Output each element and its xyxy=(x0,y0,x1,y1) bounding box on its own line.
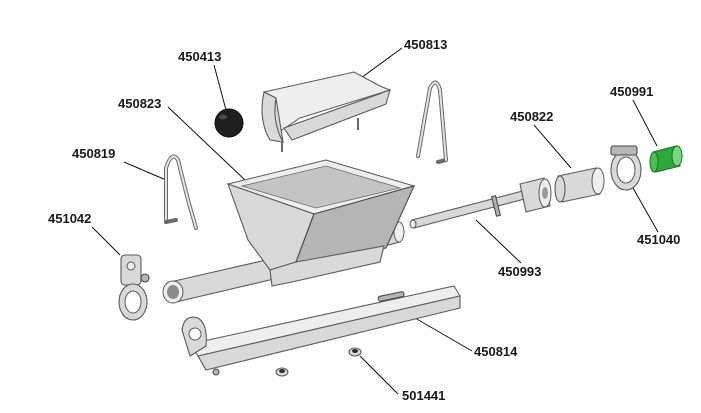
rail-part xyxy=(181,285,461,376)
clamp-part xyxy=(610,145,642,191)
hopper-part xyxy=(162,159,416,304)
wire-clip-right-part xyxy=(416,80,448,164)
label-bracket-left: 451042 xyxy=(48,211,91,226)
label-rail: 450814 xyxy=(474,344,518,359)
leader-bracket-left xyxy=(91,226,121,256)
leader-shaft xyxy=(475,219,522,264)
leader-ball xyxy=(213,64,227,111)
label-nut: 501441 xyxy=(402,388,445,403)
leader-clamp xyxy=(632,187,659,233)
part-labels: 450413 450813 450823 450819 451042 45082… xyxy=(48,37,680,403)
nut-part xyxy=(275,347,362,377)
ball-part xyxy=(214,108,244,138)
cap-part xyxy=(649,145,683,173)
shaft-part xyxy=(409,177,552,229)
leader-rail xyxy=(414,317,473,352)
wire-clip-left-part xyxy=(164,154,198,230)
leader-wire-left xyxy=(123,161,167,181)
label-cap: 450991 xyxy=(610,84,653,99)
label-hopper: 450823 xyxy=(118,96,161,111)
label-wire-left: 450819 xyxy=(72,146,115,161)
leader-sleeve xyxy=(533,124,572,169)
sleeve-part xyxy=(554,167,605,203)
tray-part xyxy=(261,71,392,152)
leader-lines xyxy=(91,47,659,395)
bracket-left-part xyxy=(118,254,150,321)
label-clamp: 451040 xyxy=(637,232,680,247)
leader-nut xyxy=(359,355,399,395)
label-shaft: 450993 xyxy=(498,264,541,279)
leader-hopper xyxy=(167,106,246,181)
label-sleeve: 450822 xyxy=(510,109,553,124)
label-ball: 450413 xyxy=(178,49,221,64)
label-tray: 450813 xyxy=(404,37,447,52)
leader-cap xyxy=(632,99,658,147)
